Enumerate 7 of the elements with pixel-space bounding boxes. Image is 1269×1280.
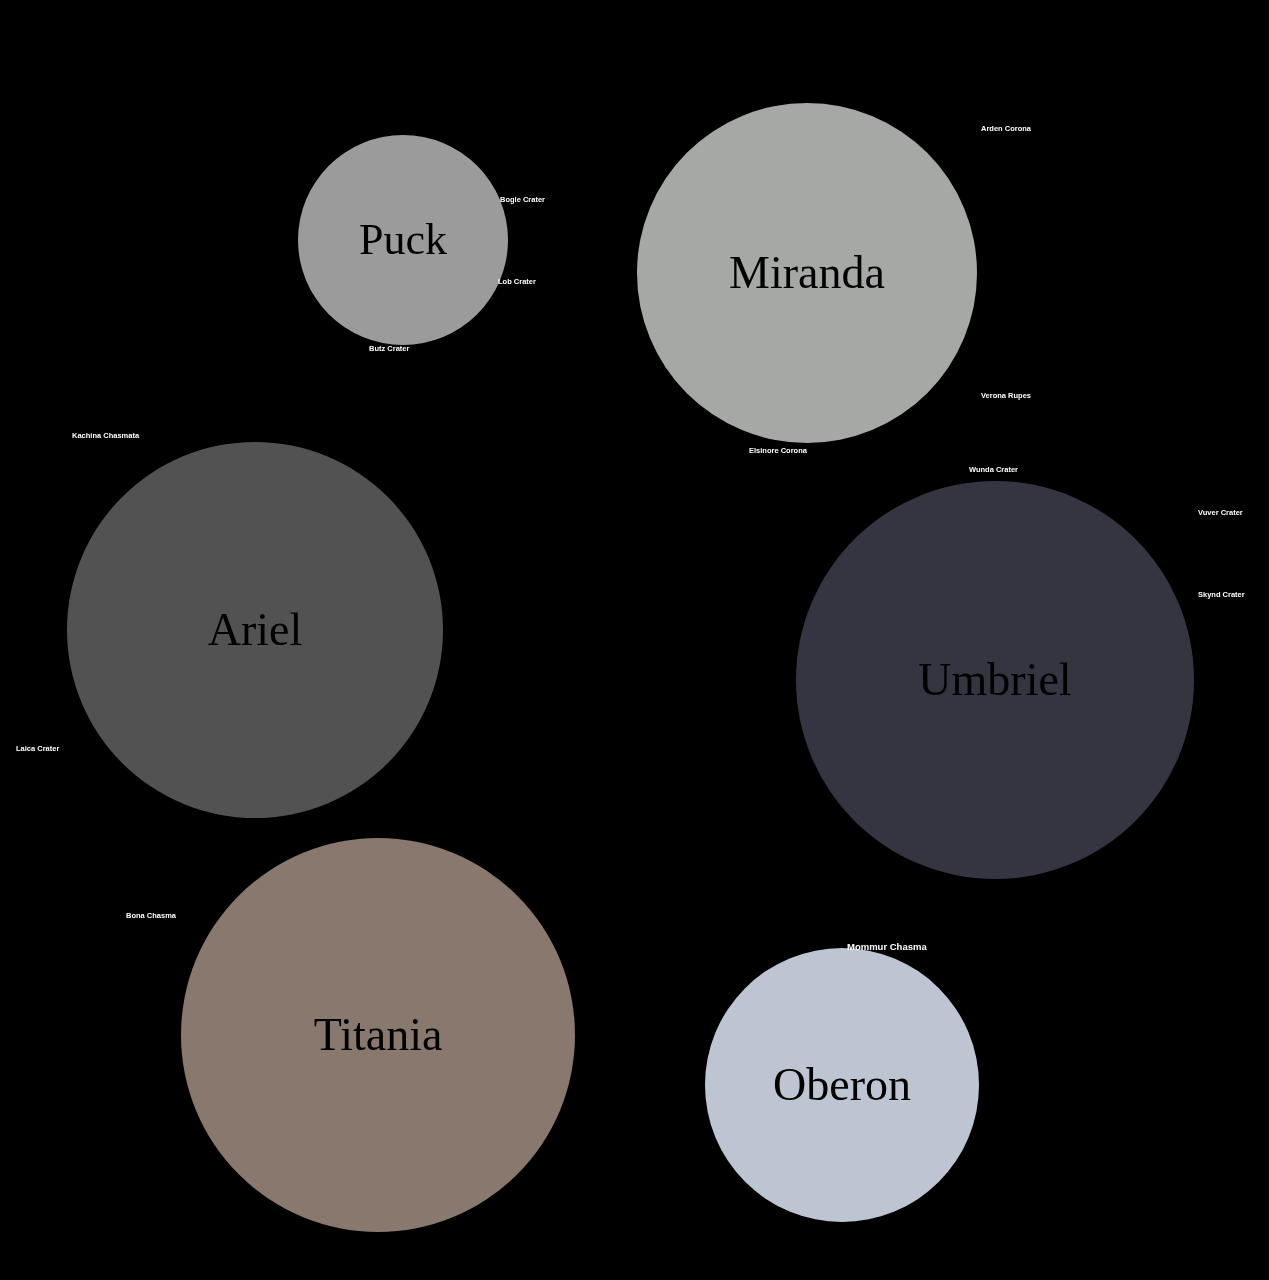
moon-name: Ariel — [207, 607, 303, 653]
moon-name: Umbriel — [918, 657, 1072, 703]
moon-name: Puck — [359, 218, 447, 262]
feature-label: Mommur Chasma — [847, 942, 927, 952]
moon-name: Miranda — [729, 250, 885, 296]
moon-name: Oberon — [773, 1062, 911, 1108]
moon-name: Titania — [313, 1012, 443, 1058]
